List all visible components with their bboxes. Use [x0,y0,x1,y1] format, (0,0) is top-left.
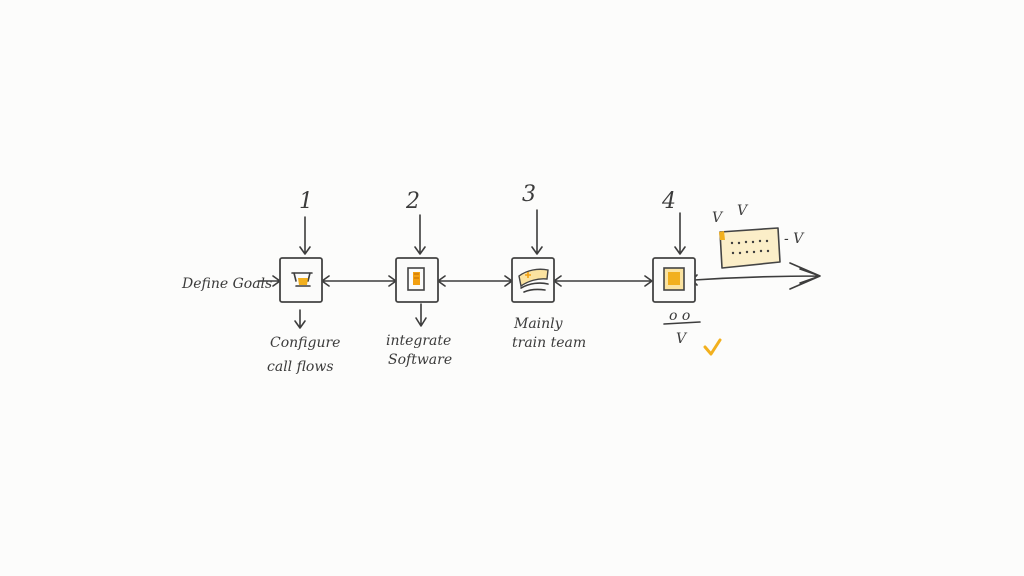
step-1: 1 Configure call flows [267,189,340,375]
step-3-label-line1: Mainly [513,316,564,332]
arrow-step1-to-step2 [321,275,397,287]
step-3: 3 Mainly train team [511,182,586,351]
step-2-label-line2: Software [388,352,452,368]
training-icon [518,268,549,293]
launch-square-icon [663,267,685,291]
step-4-scribble-top: o o [669,308,690,324]
step-1-label-line2: call flows [267,359,334,375]
step-1-label-line1: Configure [270,335,340,351]
software-doc-icon [407,267,425,291]
yellow-check-icon [703,338,722,356]
step-4: 4 o o V [652,189,722,356]
step-2-label-line1: integrate [386,333,451,349]
arrow-step4-to-end [691,262,821,290]
arrow-step2-to-step3 [437,275,513,287]
step-2: 2 integrate Software [386,189,452,368]
step-3-number: 3 [522,182,536,207]
step-4-down-arrow [674,212,686,255]
end-card-flag-icon [719,231,725,240]
end-card-outline [719,227,781,269]
step-2-down-arrow [414,214,426,255]
start-label: Define Goals [181,276,272,292]
step-1-down-arrow-out [294,309,306,329]
end-mark-right: - V [784,231,805,247]
step-4-scribble-bottom: V [676,331,688,347]
step-3-label-line2: train team [512,335,586,351]
phone-config-icon [291,272,313,287]
step-3-down-arrow [531,209,543,255]
end-mark-mid: V [737,203,749,219]
step-2-down-arrow-out [415,303,427,327]
step-2-number: 2 [405,189,420,214]
end-card-dots [730,239,770,255]
step-1-down-arrow [299,216,311,255]
step-4-number: 4 [661,189,676,214]
end-mark-left: V [712,210,724,226]
step-1-number: 1 [299,189,313,214]
end-card: V V - V [712,203,805,269]
step-4-scribble-line [663,321,701,325]
arrow-step3-to-step4 [553,275,653,287]
